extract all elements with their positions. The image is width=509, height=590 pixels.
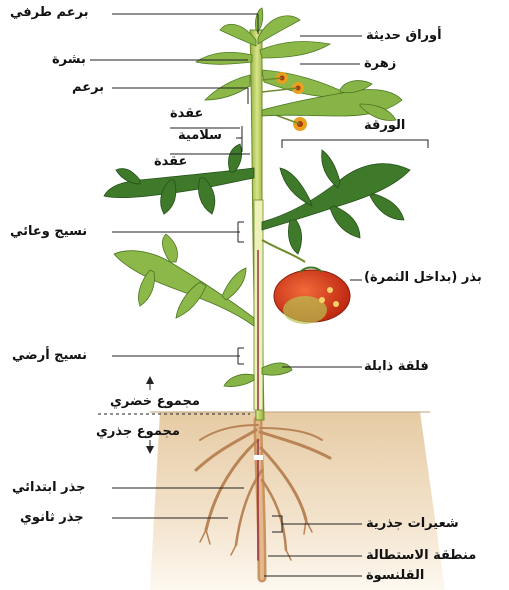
label-vascular-tissue: نسيج وعائي	[10, 224, 87, 240]
label-node-bottom: عقدة	[154, 154, 187, 170]
label-elongation-zone: منطقة الاستطالة	[366, 548, 476, 564]
label-internode: سلامية	[178, 128, 222, 144]
label-bud: برعم	[72, 80, 104, 96]
label-primary-root: جذر ابتدائي	[12, 480, 86, 496]
label-ground-tissue: نسيج أرضي	[12, 348, 87, 364]
label-root-system: مجموع جذري	[96, 424, 180, 440]
label-root-cap: القلنسوة	[366, 568, 424, 584]
young-leaves-drawing	[196, 8, 350, 100]
label-leaf: الورقة	[364, 118, 405, 134]
label-flower: زهرة	[364, 56, 396, 72]
right-mid-leaf-drawing	[262, 150, 410, 254]
lower-left-leaf-drawing	[114, 234, 254, 326]
label-young-leaves: أوراق حديثة	[366, 28, 442, 44]
label-secondary-root: جذر ثانوي	[20, 510, 84, 526]
label-root-hairs: شعيرات جذرية	[366, 516, 459, 532]
label-shoot-system: مجموع خضري	[110, 394, 200, 410]
label-withered-cotyledon: فلقة ذابلة	[364, 359, 429, 375]
label-epidermis: بشرة	[52, 52, 86, 68]
label-seeds-in-fruit: بذر (بداخل الثمرة)	[364, 270, 482, 286]
label-node-top: عقدة	[170, 106, 203, 122]
label-terminal-bud: برعم طرفي	[10, 5, 89, 21]
fruit-drawing	[262, 240, 350, 324]
